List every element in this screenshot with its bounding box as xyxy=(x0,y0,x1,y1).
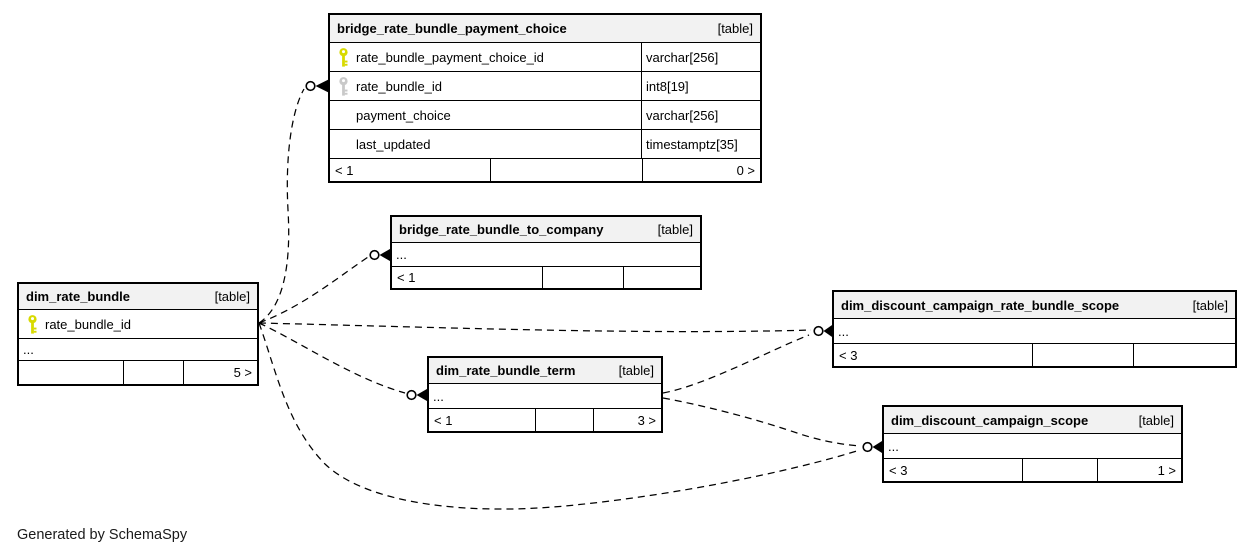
table-header[interactable]: bridge_rate_bundle_to_company [table] xyxy=(392,217,700,243)
table-footer: < 1 0 > xyxy=(330,159,760,181)
column-row: payment_choice varchar[256] xyxy=(330,101,760,130)
table-type-badge: [table] xyxy=(657,222,693,237)
fk-connector-arrow xyxy=(315,79,329,93)
column-type: timestamptz[35] xyxy=(641,130,760,158)
footer-children-count: < 1 xyxy=(397,270,416,285)
footer-cell xyxy=(490,159,642,181)
footer-parents-count: 5 > xyxy=(183,361,257,384)
column-name: rate_bundle_id xyxy=(356,78,443,94)
table-title: dim_rate_bundle xyxy=(26,289,131,304)
fk-connector-campaign-scope xyxy=(862,440,883,454)
table-type-badge: [table] xyxy=(1192,297,1228,313)
column-row: last_updated timestamptz[35] xyxy=(330,130,760,159)
fk-connector-circle xyxy=(305,80,316,92)
footer-cell xyxy=(542,267,623,288)
column-name: rate_bundle_payment_choice_id xyxy=(356,49,544,65)
more-columns-row: ... xyxy=(429,384,661,409)
table-node-dim-discount-campaign-scope: dim_discount_campaign_scope [table] ... … xyxy=(882,405,1183,483)
table-footer: < 3 xyxy=(834,344,1235,366)
column-type: varchar[256] xyxy=(641,101,760,129)
table-header[interactable]: dim_discount_campaign_scope [table] xyxy=(884,407,1181,434)
table-footer: < 1 3 > xyxy=(429,409,661,431)
more-columns-row: ... xyxy=(392,243,700,267)
more-columns-row: ... xyxy=(19,339,257,361)
fk-connector-circle xyxy=(813,325,824,337)
table-title: dim_discount_campaign_scope xyxy=(891,412,1089,428)
table-footer: 5 > xyxy=(19,361,257,384)
table-type-badge: [table] xyxy=(618,363,654,378)
relationship-line-rate-bundle-to-campaign-scope xyxy=(258,322,861,510)
footer-cell xyxy=(19,361,123,384)
primary-key-icon xyxy=(28,314,37,334)
fk-connector-campaign-rate-bundle-scope xyxy=(813,324,833,338)
footer-parents-count: 0 > xyxy=(642,159,760,181)
table-footer: < 3 1 > xyxy=(884,459,1181,481)
footer-children-count: < 1 xyxy=(335,162,354,178)
column-type: varchar[256] xyxy=(641,43,760,71)
fk-connector-arrow xyxy=(823,324,833,338)
table-header[interactable]: dim_rate_bundle [table] xyxy=(19,284,257,310)
column-name: last_updated xyxy=(356,136,431,152)
column-row: rate_bundle_payment_choice_id varchar[25… xyxy=(330,43,760,72)
relationship-line-term-to-campaign-scope xyxy=(662,397,861,447)
table-title: bridge_rate_bundle_to_company xyxy=(399,222,604,237)
column-row: rate_bundle_id xyxy=(19,310,257,339)
fk-connector-arrow xyxy=(379,248,391,262)
column-name: payment_choice xyxy=(356,107,451,123)
table-type-badge: [table] xyxy=(214,289,250,304)
table-node-bridge-rate-bundle-to-company: bridge_rate_bundle_to_company [table] ..… xyxy=(390,215,702,290)
relationship-line-term-to-campaign-rate-bundle-scope xyxy=(662,334,810,394)
generated-by-note: Generated by SchemaSpy xyxy=(17,527,188,543)
fk-connector-to-company xyxy=(369,248,391,262)
footer-parents-count: 1 > xyxy=(1097,459,1181,481)
fk-connector-term xyxy=(406,388,428,402)
footer-cell xyxy=(535,409,593,431)
fk-connector-arrow xyxy=(872,440,883,454)
relationship-line-rate-bundle-to-payment-choice xyxy=(258,88,305,324)
fk-connector-arrow xyxy=(416,388,428,402)
key-icon-placeholder xyxy=(338,135,349,154)
footer-children-count: < 3 xyxy=(889,462,908,478)
table-title: bridge_rate_bundle_payment_choice xyxy=(337,21,567,36)
footer-children-count: < 1 xyxy=(434,412,453,428)
footer-children-count: < 3 xyxy=(839,347,858,363)
table-node-dim-rate-bundle: dim_rate_bundle [table] rate_bundle_id .… xyxy=(17,282,259,386)
footer-cell xyxy=(623,267,700,288)
table-type-badge: [table] xyxy=(717,21,753,36)
table-footer: < 1 xyxy=(392,267,700,288)
table-header[interactable]: bridge_rate_bundle_payment_choice [table… xyxy=(330,15,760,43)
primary-key-icon xyxy=(339,47,348,67)
foreign-key-icon xyxy=(339,76,348,96)
relationship-line-rate-bundle-to-term xyxy=(258,322,406,394)
fk-connector-circle xyxy=(862,441,873,453)
table-title: dim_discount_campaign_rate_bundle_scope xyxy=(841,297,1120,313)
table-type-badge: [table] xyxy=(1138,412,1174,428)
table-title: dim_rate_bundle_term xyxy=(436,363,576,378)
relationship-line-rate-bundle-to-company xyxy=(258,256,369,324)
relationship-line-rate-bundle-to-campaign-rate-bundle-scope xyxy=(258,322,812,333)
table-node-dim-discount-campaign-rate-bundle-scope: dim_discount_campaign_rate_bundle_scope … xyxy=(832,290,1237,368)
column-row: rate_bundle_id int8[19] xyxy=(330,72,760,101)
more-columns-row: ... xyxy=(834,319,1235,344)
footer-cell xyxy=(1133,344,1235,366)
column-type: int8[19] xyxy=(641,72,760,100)
fk-connector-payment-choice xyxy=(305,79,329,93)
footer-cell xyxy=(1032,344,1133,366)
fk-connector-circle xyxy=(406,389,417,401)
table-node-bridge-rate-bundle-payment-choice: bridge_rate_bundle_payment_choice [table… xyxy=(328,13,762,183)
footer-cell xyxy=(1022,459,1097,481)
footer-cell xyxy=(123,361,183,384)
key-icon-placeholder xyxy=(338,106,349,125)
table-header[interactable]: dim_discount_campaign_rate_bundle_scope … xyxy=(834,292,1235,319)
table-node-dim-rate-bundle-term: dim_rate_bundle_term [table] ... < 1 3 > xyxy=(427,356,663,433)
more-columns-row: ... xyxy=(884,434,1181,459)
footer-parents-count: 3 > xyxy=(593,409,661,431)
fk-connector-circle xyxy=(369,249,380,261)
column-name: rate_bundle_id xyxy=(45,316,132,332)
table-header[interactable]: dim_rate_bundle_term [table] xyxy=(429,358,661,384)
